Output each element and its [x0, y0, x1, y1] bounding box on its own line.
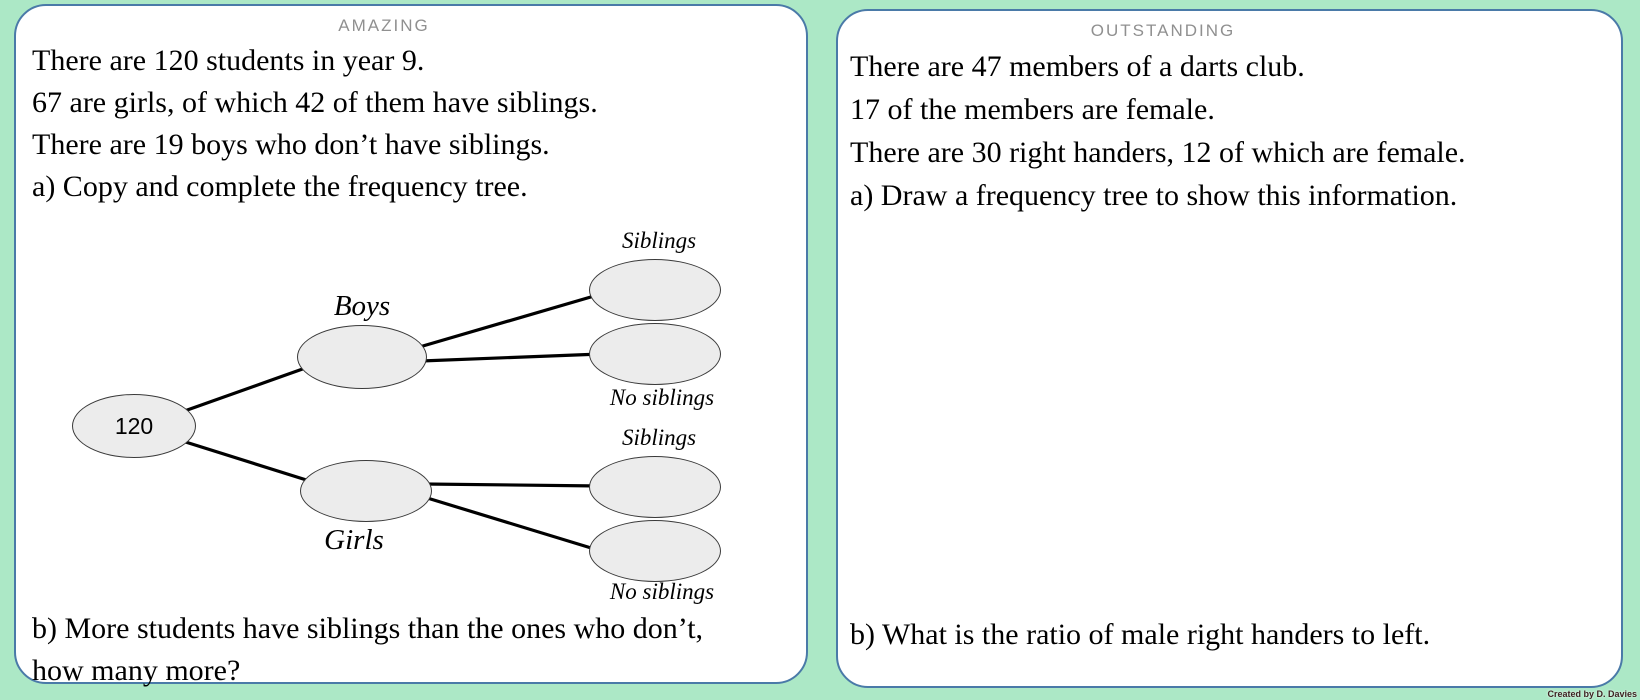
tree-girls-siblings-node: [589, 456, 721, 518]
amazing-problem-text: There are 120 students in year 9. 67 are…: [32, 40, 598, 208]
tree-girls-siblings-label: Siblings: [621, 425, 697, 450]
problem-line: There are 120 students in year 9.: [32, 44, 425, 77]
tree-branch-lines: [175, 292, 602, 553]
credit-text: Created by D. Davies: [1547, 689, 1637, 699]
tree-girls-no-siblings-label: No siblings: [609, 579, 715, 604]
tree-boys-no-siblings-label: No siblings: [609, 385, 715, 410]
frequency-tree: 120 Boys Girls Siblings No siblings Sibl…: [16, 6, 810, 686]
tree-boys-node: [297, 325, 427, 389]
problem-line: 17 of the members are female.: [850, 93, 1215, 126]
problem-line: a) Draw a frequency tree to show this in…: [850, 179, 1458, 212]
tree-root-value: 120: [114, 412, 154, 439]
tree-root-node: 120: [72, 394, 196, 458]
panel-outstanding-title: OUTSTANDING: [1090, 21, 1236, 40]
outstanding-problem-text: There are 47 members of a darts club. 17…: [850, 45, 1466, 217]
tree-girls-node: [300, 460, 432, 522]
tree-boys-siblings-node: [589, 259, 721, 321]
tree-boys-siblings-label: Siblings: [621, 228, 697, 253]
tree-girls-no-siblings-node: [589, 520, 721, 582]
problem-line: 67 are girls, of which 42 of them have s…: [32, 86, 598, 119]
amazing-question-b: b) More students have siblings than the …: [32, 608, 703, 692]
tree-girls-label: Girls: [324, 524, 384, 556]
problem-line: a) Copy and complete the frequency tree.: [32, 170, 528, 203]
panel-amazing-title: AMAZING: [338, 16, 430, 35]
tree-boys-no-siblings-node: [589, 323, 721, 385]
panel-outstanding: OUTSTANDING There are 47 members of a da…: [836, 9, 1623, 688]
outstanding-question-b: b) What is the ratio of male right hande…: [850, 618, 1431, 651]
problem-line: There are 47 members of a darts club.: [850, 50, 1305, 83]
problem-line: There are 30 right handers, 12 of which …: [850, 136, 1466, 169]
panel-amazing: AMAZING There are 120 students in year 9…: [14, 4, 810, 687]
tree-boys-label: Boys: [333, 290, 391, 322]
problem-line: There are 19 boys who don’t have sibling…: [32, 128, 550, 161]
question-b-line: how many more?: [32, 654, 241, 687]
question-b-line: b) More students have siblings than the …: [32, 612, 704, 645]
